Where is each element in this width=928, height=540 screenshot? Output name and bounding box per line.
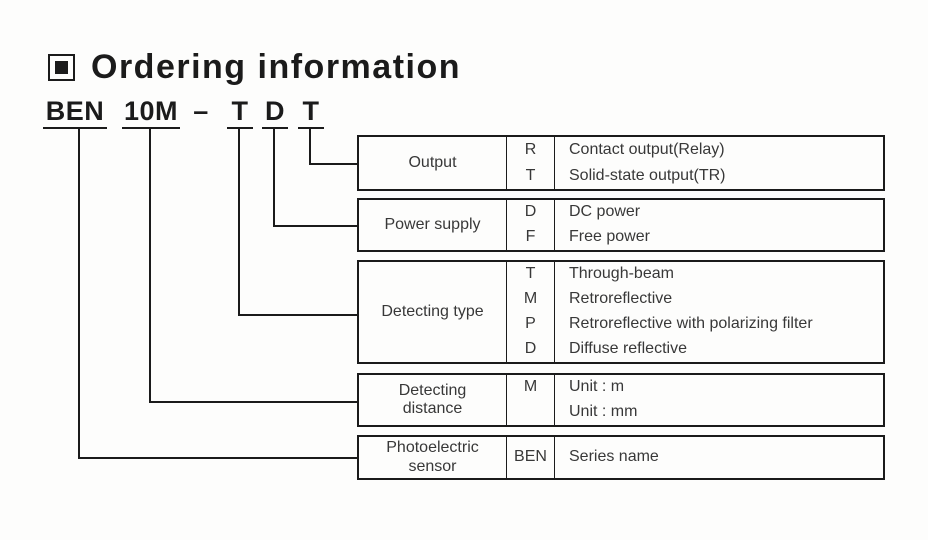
connector-detecting-type-vertical (238, 127, 240, 316)
code-cell: T (507, 262, 555, 287)
model-code-detecting-type: T (231, 96, 249, 126)
connector-output-vertical (309, 127, 311, 165)
description-cell: Retroreflective with polarizing filter (569, 315, 813, 333)
connector-detecting-type-horizontal (238, 314, 357, 316)
code-cell: D (507, 200, 555, 225)
code-cell: M (507, 375, 555, 400)
page-title: Ordering information (91, 48, 461, 86)
description-cell: Retroreflective (569, 290, 673, 308)
underline-distance (122, 127, 180, 129)
description-cell: Unit : mm (569, 403, 638, 421)
description-cell: Solid-state output(TR) (569, 166, 726, 184)
description-cell: Through-beam (569, 265, 674, 283)
model-code-power-supply: D (265, 96, 285, 126)
table-label: Output (359, 137, 507, 189)
underline-detecting-type (227, 127, 253, 129)
detecting-type-table: Detecting type T Through-beam M Retroref… (357, 260, 885, 364)
underline-series (43, 127, 107, 129)
power-supply-table: Power supply D DC power F Free power (357, 198, 885, 252)
description-cell: Unit : m (569, 378, 625, 396)
model-code-distance: 10M (123, 96, 179, 126)
table-label: Photoelectric sensor (359, 437, 507, 478)
connector-power-supply-horizontal (273, 225, 357, 227)
model-code-series: BEN (45, 96, 105, 126)
section-header: Ordering information (48, 50, 461, 84)
table-label: Detecting type (359, 262, 507, 362)
code-cell: D (507, 337, 555, 362)
underline-power-supply (262, 127, 288, 129)
model-code-output: T (302, 96, 320, 126)
code-cell: R (507, 137, 555, 163)
table-label: Detecting distance (359, 375, 507, 425)
code-cell: T (507, 163, 555, 189)
code-cell: M (507, 287, 555, 312)
code-cell (507, 400, 555, 425)
code-cell: BEN (507, 437, 555, 478)
model-code-separator: – (193, 96, 209, 126)
photoelectric-sensor-table: Photoelectric sensor BEN Series name (357, 435, 885, 480)
underline-output (298, 127, 324, 129)
description-cell: Free power (569, 228, 650, 246)
table-label: Power supply (359, 200, 507, 250)
output-table: Output R Contact output(Relay) T Solid-s… (357, 135, 885, 191)
connector-series-horizontal (78, 457, 357, 459)
description-cell: Diffuse reflective (569, 340, 687, 358)
code-cell: P (507, 312, 555, 337)
connector-distance-horizontal (149, 401, 357, 403)
connector-power-supply-vertical (273, 127, 275, 227)
connector-series-vertical (78, 127, 80, 459)
description-cell: Series name (569, 448, 659, 466)
connector-distance-vertical (149, 127, 151, 403)
detecting-distance-table: Detecting distance M Unit : m Unit : mm (357, 373, 885, 427)
filled-square-icon (48, 53, 75, 81)
description-cell: DC power (569, 203, 641, 221)
connector-output-horizontal (309, 163, 357, 165)
code-cell: F (507, 225, 555, 250)
description-cell: Contact output(Relay) (569, 140, 725, 158)
